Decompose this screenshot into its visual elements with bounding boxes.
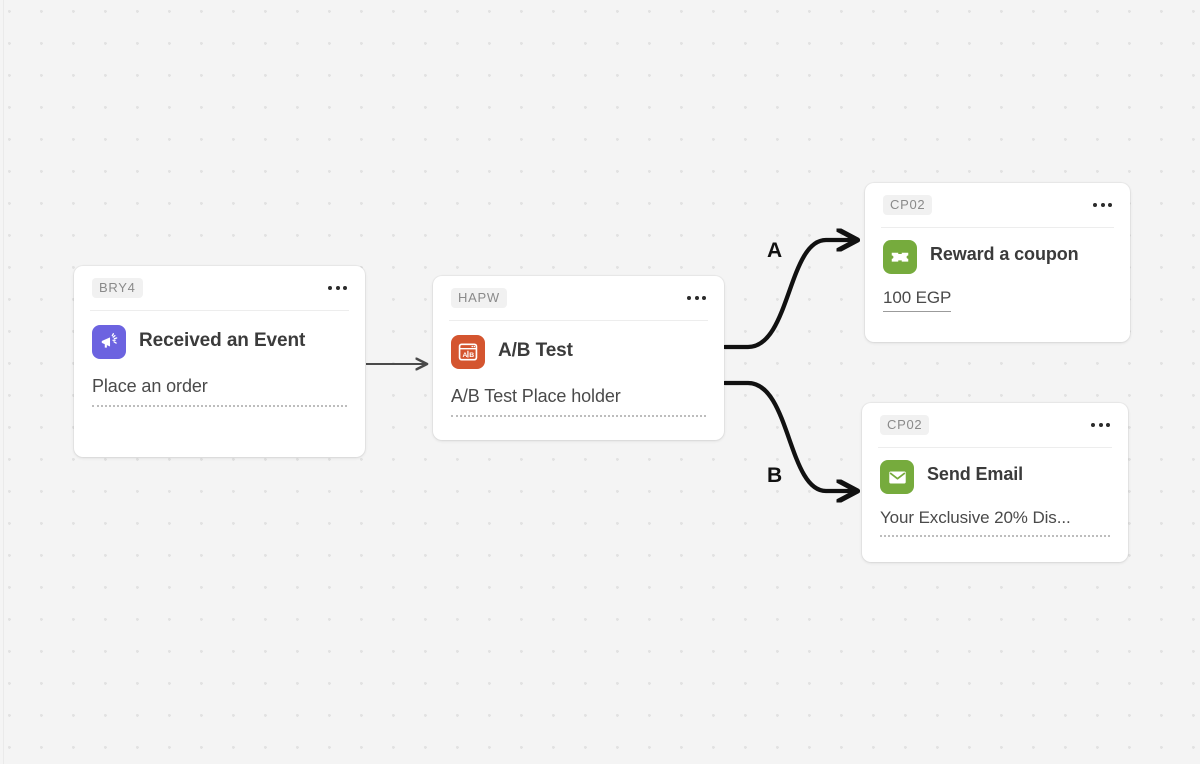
edge-label-b: B [767, 464, 783, 487]
edge-branch-a [722, 240, 852, 350]
node-body: A B A/B Test A/B Test Place holder [433, 321, 724, 417]
edge-branch-b [722, 380, 852, 491]
node-divider [881, 227, 1114, 228]
node-subtitle[interactable]: Your Exclusive 20% Dis... [880, 507, 1110, 538]
node-title: Received an Event [139, 330, 306, 351]
node-card-trigger[interactable]: BRY4 Received an Event Place an order [74, 266, 365, 457]
node-card-email[interactable]: CP02 Send Email Your Exclusive 20% Dis..… [862, 403, 1128, 562]
node-code-badge: HAPW [451, 287, 507, 309]
node-divider [449, 320, 708, 321]
node-card-coupon[interactable]: CP02 Reward a coupon 100 EGP [865, 183, 1130, 342]
node-body: Send Email Your Exclusive 20% Dis... [862, 448, 1128, 538]
ab-test-icon: A B [451, 335, 485, 369]
megaphone-icon [92, 325, 126, 359]
node-subtitle[interactable]: Place an order [92, 375, 347, 407]
node-divider [878, 447, 1112, 448]
node-divider [90, 310, 349, 311]
coupon-ticket-icon [883, 240, 917, 274]
node-code-badge: BRY4 [92, 277, 143, 299]
envelope-icon [880, 460, 914, 494]
node-header: BRY4 [74, 266, 365, 310]
svg-text:B: B [469, 352, 474, 359]
more-options-icon[interactable] [1089, 417, 1112, 433]
more-options-icon[interactable] [685, 290, 708, 306]
node-header: CP02 [865, 183, 1130, 227]
node-subtitle[interactable]: 100 EGP [883, 287, 951, 313]
node-code-badge: CP02 [880, 414, 930, 436]
node-title: Send Email [927, 464, 1024, 484]
edge-label-a: A [767, 239, 783, 262]
node-title: Reward a coupon [930, 244, 1079, 264]
node-code-badge: CP02 [883, 194, 933, 216]
node-body: Received an Event Place an order [74, 311, 365, 407]
more-options-icon[interactable] [1091, 197, 1114, 213]
node-header: CP02 [862, 403, 1128, 447]
node-body: Reward a coupon 100 EGP [865, 228, 1130, 313]
node-header: HAPW [433, 276, 724, 320]
node-card-abtest[interactable]: HAPW A B A/B Test [433, 276, 724, 440]
svg-text:A: A [463, 352, 468, 359]
more-options-icon[interactable] [326, 280, 349, 296]
node-subtitle[interactable]: A/B Test Place holder [451, 385, 706, 417]
canvas-left-rail [3, 0, 4, 764]
node-title: A/B Test [498, 340, 573, 361]
